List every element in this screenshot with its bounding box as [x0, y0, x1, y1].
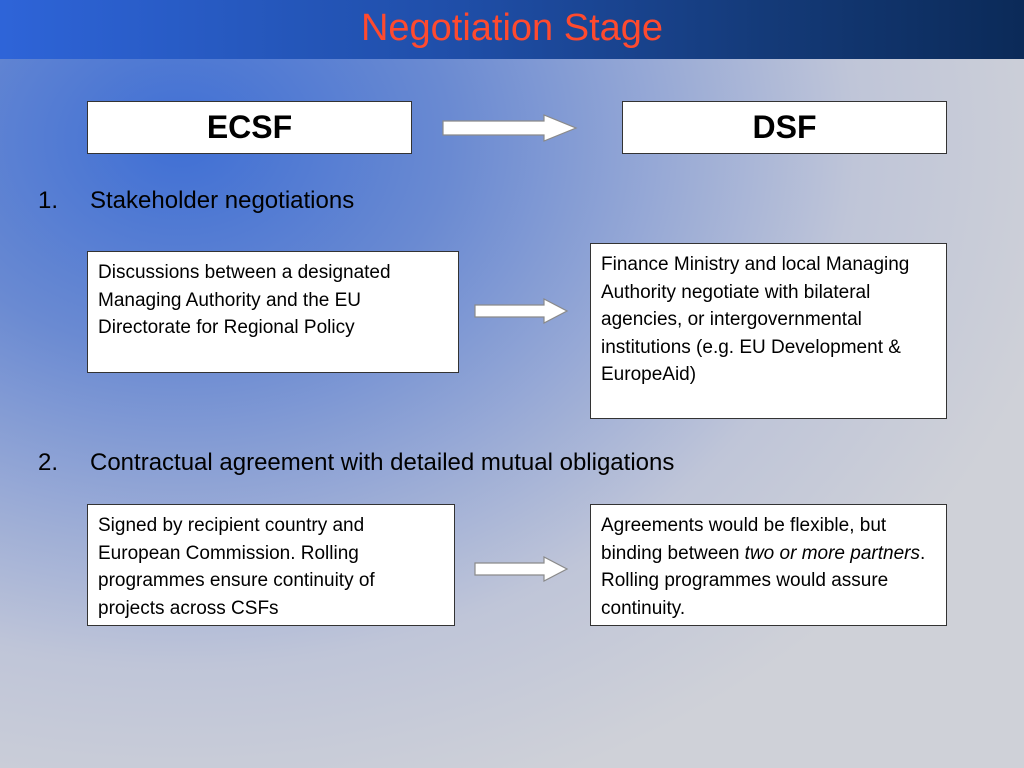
list-label: Stakeholder negotiations: [90, 187, 355, 214]
list-number: 2.: [38, 449, 59, 476]
slide-title: Negotiation Stage: [360, 7, 664, 49]
ecsf-negotiation-box: Discussions between a designated Managin…: [87, 251, 459, 373]
agreement-text-part-2: . Rolling programmes would assure contin…: [601, 542, 926, 619]
ecsf-agreement-box: Signed by recipient country and European…: [87, 504, 455, 626]
list-item-contractual-agreement: 2. Contractual agreement with detailed m…: [38, 448, 798, 478]
ecsf-header-box: ECSF: [87, 101, 412, 154]
agreement-text-emphasis: two or more partners: [744, 542, 920, 564]
title-bar: [0, 0, 1024, 59]
dsf-negotiation-box: Finance Ministry and local Managing Auth…: [590, 243, 947, 419]
dsf-header-box: DSF: [622, 101, 947, 154]
right-arrow-icon: [474, 298, 569, 324]
list-number: 1.: [38, 187, 59, 214]
right-arrow-icon: [442, 114, 578, 142]
list-item-stakeholder-negotiations: 1. Stakeholder negotiations: [38, 186, 638, 216]
list-label: Contractual agreement with detailed mutu…: [90, 449, 675, 476]
dsf-agreement-box: Agreements would be flexible, but bindin…: [590, 504, 947, 626]
agreement-text-part-1: Agreements would be flexible, but bindin…: [601, 515, 887, 564]
right-arrow-icon: [474, 556, 569, 582]
